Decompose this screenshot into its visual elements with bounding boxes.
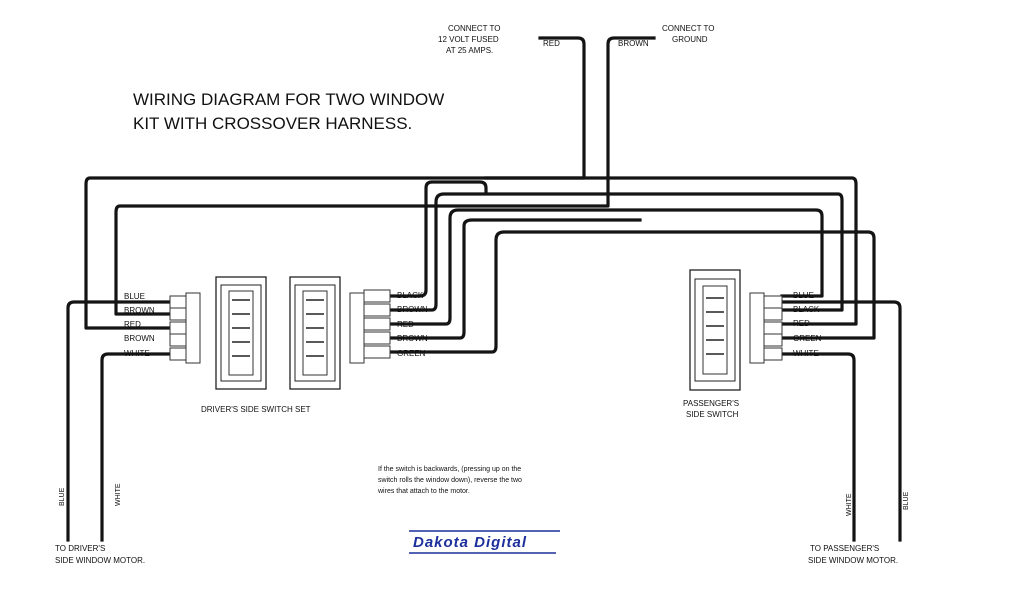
driver-window-switch-2 bbox=[289, 276, 341, 390]
passenger-switch-label-line1: PASSENGER'S bbox=[683, 399, 739, 408]
power-label-line1: CONNECT TO bbox=[448, 24, 500, 33]
power-to-passenger-wire bbox=[484, 176, 858, 326]
driver-motor-wire1-label: BLUE bbox=[59, 487, 66, 506]
note-line3: wires that attach to the motor. bbox=[377, 488, 470, 495]
driver-white-motor-wire bbox=[100, 352, 172, 542]
driver-harness-wire-label: GREEN bbox=[397, 349, 426, 358]
note-line1: If the switch is backwards, (pressing up… bbox=[378, 466, 521, 473]
driver-plug-wire-label: BROWN bbox=[124, 306, 155, 315]
power-label-line2: 12 VOLT FUSED bbox=[438, 35, 499, 44]
logo-text: Dakota Digital bbox=[413, 534, 527, 551]
note-line2: switch rolls the window down), reverse t… bbox=[378, 477, 522, 484]
driver-plug-connector bbox=[169, 292, 201, 364]
supply-wires bbox=[84, 36, 656, 330]
diagram-title-line2: KIT WITH CROSSOVER HARNESS. bbox=[133, 114, 412, 133]
driver-window-switch-1 bbox=[215, 276, 267, 390]
driver-motor-label-line2: SIDE WINDOW MOTOR. bbox=[55, 556, 145, 565]
harness-black-wire bbox=[388, 180, 488, 298]
driver-harness-connector bbox=[349, 289, 391, 364]
harness-red-wire bbox=[388, 218, 642, 340]
passenger-plug-wire-label: BLUE bbox=[793, 291, 814, 300]
passenger-plug-wire-label: GREEN bbox=[793, 334, 822, 343]
passenger-switch-label-line2: SIDE SWITCH bbox=[686, 410, 739, 419]
driver-plug-wire-label: BLUE bbox=[124, 292, 145, 301]
passenger-plug-connector bbox=[749, 292, 783, 364]
driver-harness-wire-label: BROWN bbox=[397, 334, 428, 343]
power-wire-label: RED bbox=[543, 39, 560, 48]
power-red-wire bbox=[84, 36, 586, 330]
driver-harness-wire-label: BROWN bbox=[397, 305, 428, 314]
passenger-motor-label-line1: TO PASSENGER'S bbox=[810, 544, 879, 553]
passenger-motor-wire1-label: WHITE bbox=[846, 493, 853, 516]
dakota-digital-logo: Dakota Digital bbox=[409, 530, 560, 554]
ground-to-harness-wire bbox=[388, 192, 844, 312]
ground-label-line1: CONNECT TO bbox=[662, 24, 714, 33]
power-label-line3: AT 25 AMPS. bbox=[446, 46, 493, 55]
ground-wire-label: BROWN bbox=[618, 39, 649, 48]
driver-plug-wire-label: RED bbox=[124, 320, 141, 329]
passenger-plug-wire-label: RED bbox=[793, 319, 810, 328]
crossover-wires bbox=[388, 176, 876, 354]
passenger-motor-label-line2: SIDE WINDOW MOTOR. bbox=[808, 556, 898, 565]
ground-label-line2: GROUND bbox=[672, 35, 708, 44]
passenger-blue-motor-wire bbox=[780, 300, 902, 542]
passenger-motor-wires bbox=[780, 300, 902, 542]
passenger-plug-wire-label: BLACK bbox=[793, 305, 820, 314]
passenger-window-switch bbox=[689, 269, 741, 391]
driver-switch-label: DRIVER'S SIDE SWITCH SET bbox=[201, 405, 311, 414]
driver-harness-wire-label: RED bbox=[397, 320, 414, 329]
driver-plug-wire-label: WHITE bbox=[124, 349, 150, 358]
harness-green-wire bbox=[388, 230, 876, 354]
ground-brown-wire bbox=[114, 36, 656, 316]
driver-harness-wire-label: BLACK bbox=[397, 291, 424, 300]
driver-motor-label-line1: TO DRIVER'S bbox=[55, 544, 105, 553]
driver-blue-motor-wire bbox=[66, 300, 172, 542]
passenger-plug-wire-label: WHITE bbox=[793, 349, 819, 358]
passenger-motor-wire2-label: BLUE bbox=[903, 491, 910, 510]
diagram-title-line1: WIRING DIAGRAM FOR TWO WINDOW bbox=[133, 90, 444, 109]
driver-motor-wire2-label: WHITE bbox=[115, 483, 122, 506]
driver-plug-wire-label: BROWN bbox=[124, 334, 155, 343]
passenger-white-motor-wire bbox=[780, 352, 856, 542]
driver-motor-wires bbox=[66, 300, 172, 542]
harness-brown-wire bbox=[388, 208, 824, 326]
